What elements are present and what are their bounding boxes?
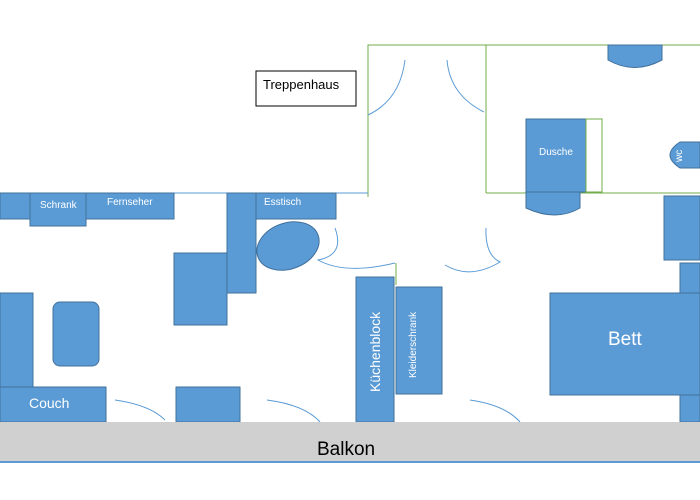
bedside-unit [679, 262, 700, 294]
kuechenblock-label: Küchenblock [367, 311, 383, 392]
living-wall-unit [0, 192, 31, 220]
fernseher-block [85, 192, 175, 220]
dusche-basin [525, 191, 581, 216]
fernseher-label: Fernseher [107, 197, 153, 208]
bedroom-corner-unit [679, 394, 700, 423]
sink [607, 44, 663, 68]
balcony-door-1 [114, 399, 166, 421]
couch-back [0, 292, 34, 388]
kitchen-door [316, 227, 396, 269]
kleiderschrank-block [395, 286, 443, 395]
furniture [0, 44, 700, 423]
bett-block [549, 292, 700, 396]
stairwell-door-left [367, 59, 406, 116]
kleiderschrank-label: Kleiderschrank [408, 311, 419, 378]
dusche-partition [585, 118, 603, 193]
treppenhaus-label: Treppenhaus [263, 77, 340, 92]
treppenhaus-box [255, 70, 357, 107]
bett-label: Bett [608, 329, 643, 350]
balkon-label: Balkon [317, 439, 375, 460]
wc-block [669, 141, 700, 169]
balcony-door-2 [266, 399, 321, 423]
kuechenblock-block [355, 276, 395, 423]
balkon-area [0, 422, 700, 462]
bedroom-door [444, 227, 502, 273]
balcony-door-3 [469, 399, 521, 423]
stairwell-door-right [446, 59, 485, 113]
dusche-block [525, 118, 587, 193]
couch-label: Couch [29, 395, 69, 411]
cabinet-block [173, 252, 228, 326]
esstisch-block [255, 192, 337, 220]
stairwell-wall-top [367, 44, 700, 197]
esstisch-column [226, 192, 257, 294]
schrank-block [29, 192, 87, 227]
bathroom-cabinet [663, 195, 700, 261]
coffee-table [52, 301, 100, 367]
sideboard [175, 386, 241, 423]
schrank-label: Schrank [40, 200, 78, 211]
wc-label: wc [674, 150, 685, 163]
esstisch-label: Esstisch [264, 197, 301, 208]
dusche-label: Dusche [539, 147, 573, 158]
dining-table [256, 221, 320, 271]
